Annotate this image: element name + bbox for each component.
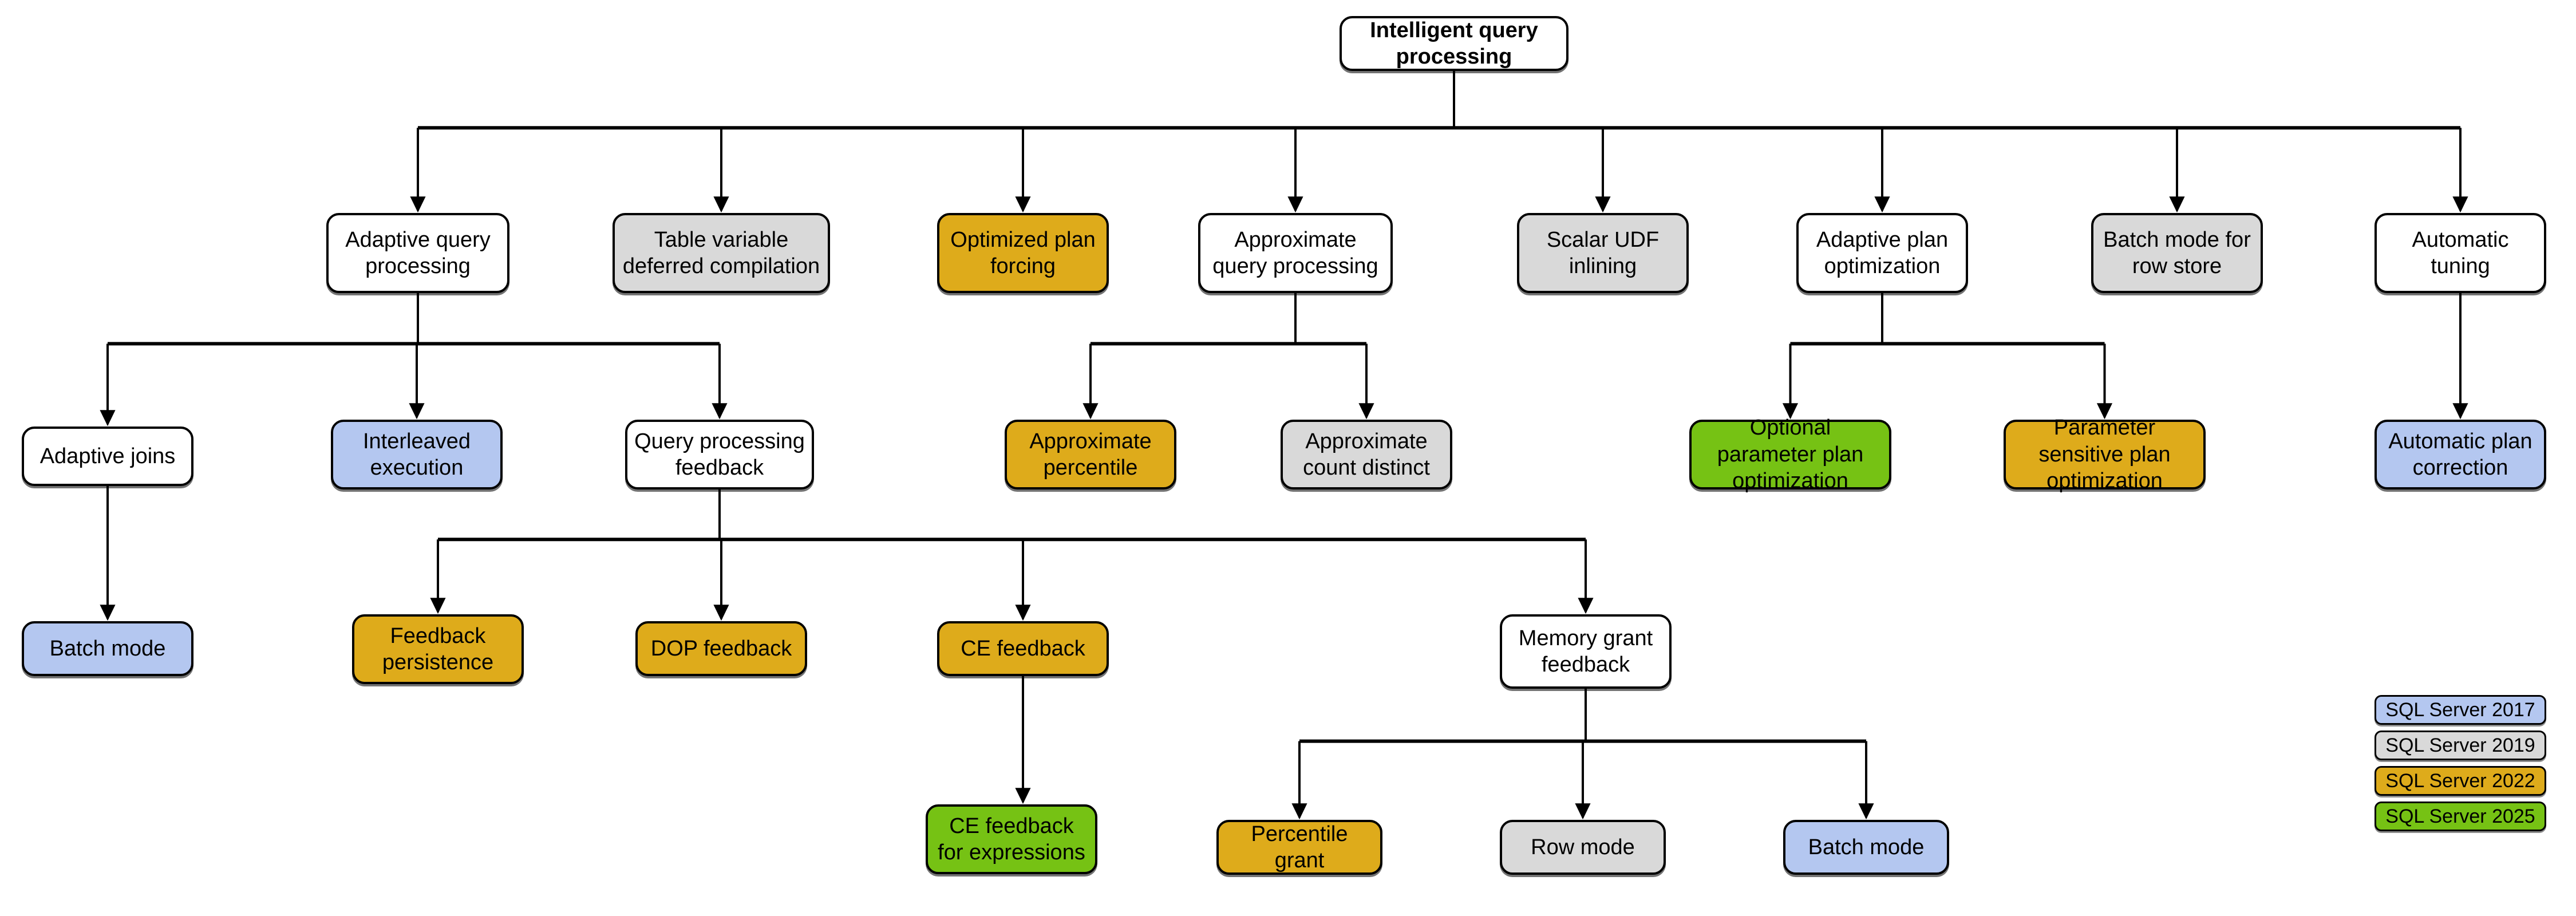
node-ce-feedback-for-expressions[interactable]: CE feedback for expressions xyxy=(926,804,1097,874)
node-query-processing-feedback[interactable]: Query processing feedback xyxy=(625,420,814,489)
node-optional-parameter-plan-optimization[interactable]: Optional parameter plan optimization xyxy=(1689,416,1891,493)
legend-item-sql2019: SQL Server 2019 xyxy=(2374,731,2546,760)
node-label: Percentile grant xyxy=(1251,822,1348,872)
node-label: DOP feedback xyxy=(650,636,792,661)
node-adaptive-joins[interactable]: Adaptive joins xyxy=(22,427,193,486)
node-label: CE feedback for expressions xyxy=(938,814,1085,864)
node-label: Optional parameter plan optimization xyxy=(1717,416,1864,493)
node-scalar-udf-inlining[interactable]: Scalar UDF inlining xyxy=(1517,213,1689,293)
node-label: Automatic plan correction xyxy=(2388,429,2532,480)
node-label: Memory grant feedback xyxy=(1518,626,1653,677)
node-percentile-grant[interactable]: Percentile grant xyxy=(1216,820,1382,875)
node-automatic-plan-correction[interactable]: Automatic plan correction xyxy=(2374,420,2546,489)
node-root[interactable]: Intelligent query processing xyxy=(1340,16,1568,71)
node-label: Automatic tuning xyxy=(2412,227,2509,278)
legend-item-sql2017: SQL Server 2017 xyxy=(2374,695,2546,725)
node-label: Intelligent query processing xyxy=(1370,18,1538,69)
node-optimized-plan-forcing[interactable]: Optimized plan forcing xyxy=(937,213,1109,293)
node-label: Approximate percentile xyxy=(1029,429,1152,480)
node-parameter-sensitive-plan-optimization[interactable]: Parameter sensitive plan optimization xyxy=(2004,416,2206,493)
legend-item-label: SQL Server 2025 xyxy=(2385,805,2535,827)
node-label: Table variable deferred compilation xyxy=(622,227,820,278)
legend-item-label: SQL Server 2017 xyxy=(2385,698,2535,721)
node-ce-feedback[interactable]: CE feedback xyxy=(937,621,1109,676)
node-automatic-tuning[interactable]: Automatic tuning xyxy=(2374,213,2546,293)
node-interleaved-execution[interactable]: Interleaved execution xyxy=(331,420,503,489)
node-label: Query processing feedback xyxy=(634,429,805,480)
node-label: Interleaved execution xyxy=(362,429,471,480)
node-approximate-percentile[interactable]: Approximate percentile xyxy=(1005,420,1176,489)
node-approximate-query-processing[interactable]: Approximate query processing xyxy=(1198,213,1393,293)
node-memory-grant-feedback[interactable]: Memory grant feedback xyxy=(1500,614,1672,689)
node-table-variable-deferred-compilation[interactable]: Table variable deferred compilation xyxy=(613,213,830,293)
node-batch-mode-mgf[interactable]: Batch mode xyxy=(1783,820,1949,875)
node-feedback-persistence[interactable]: Feedback persistence xyxy=(352,614,524,684)
node-label: Adaptive plan optimization xyxy=(1816,227,1949,278)
node-adaptive-query-processing[interactable]: Adaptive query processing xyxy=(326,213,509,293)
node-label: Approximate query processing xyxy=(1212,227,1378,278)
node-batch-mode-for-row-store[interactable]: Batch mode for row store xyxy=(2091,213,2263,293)
legend-item-sql2025: SQL Server 2025 xyxy=(2374,802,2546,831)
node-label: Parameter sensitive plan optimization xyxy=(2038,416,2171,493)
node-dop-feedback[interactable]: DOP feedback xyxy=(635,621,807,676)
legend-item-label: SQL Server 2019 xyxy=(2385,734,2535,756)
node-label: Adaptive query processing xyxy=(345,227,491,278)
node-label: Scalar UDF inlining xyxy=(1546,227,1660,278)
node-label: Batch mode xyxy=(1808,835,1925,859)
node-adaptive-plan-optimization[interactable]: Adaptive plan optimization xyxy=(1796,213,1968,293)
node-label: CE feedback xyxy=(961,636,1085,661)
node-label: Batch mode for row store xyxy=(2103,227,2251,278)
node-label: Row mode xyxy=(1531,835,1635,859)
legend-item-label: SQL Server 2022 xyxy=(2385,769,2535,792)
node-approximate-count-distinct[interactable]: Approximate count distinct xyxy=(1281,420,1452,489)
node-label: Feedback persistence xyxy=(382,623,494,674)
node-label: Approximate count distinct xyxy=(1303,429,1430,480)
node-label: Batch mode xyxy=(49,636,166,661)
legend-item-sql2022: SQL Server 2022 xyxy=(2374,766,2546,796)
node-label: Adaptive joins xyxy=(39,444,176,468)
node-row-mode[interactable]: Row mode xyxy=(1500,820,1666,875)
node-batch-mode-aj[interactable]: Batch mode xyxy=(22,621,193,676)
node-label: Optimized plan forcing xyxy=(950,227,1096,278)
